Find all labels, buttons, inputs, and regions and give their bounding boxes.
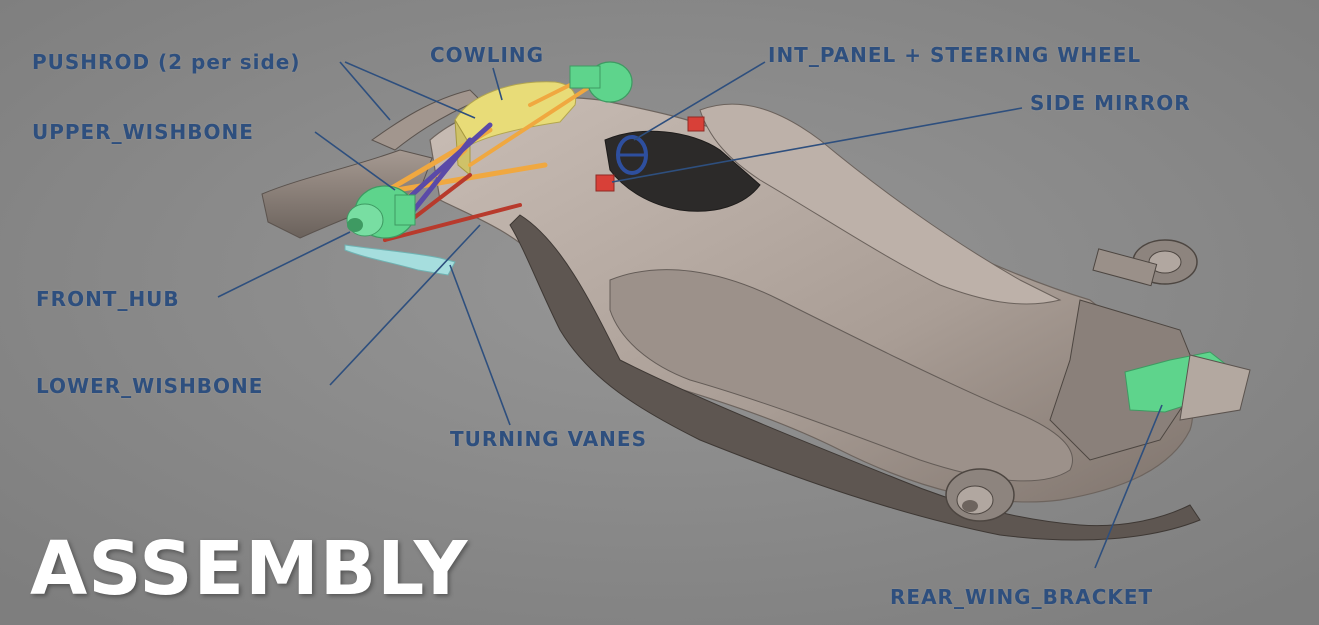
- label-front-hub: FRONT_HUB: [36, 287, 180, 311]
- floor: [509, 214, 1201, 541]
- leader-front-hub: [217, 231, 351, 298]
- side-mirror-left: [595, 174, 615, 192]
- label-side-mirror: SIDE MIRROR: [1030, 91, 1191, 115]
- leader-cowling: [492, 67, 503, 101]
- front-hub-upper: [569, 61, 633, 103]
- rear-hub-left: [945, 468, 1015, 522]
- engine-cover: [699, 103, 1062, 305]
- rear-structure: [1049, 299, 1201, 461]
- leader-lines: [217, 61, 1163, 569]
- side-mirror-right: [687, 116, 705, 132]
- rear-wing-endplate: [1179, 354, 1251, 421]
- leader-pushrod-2: [344, 61, 476, 119]
- sidepod: [609, 269, 1073, 482]
- leader-side-mirror: [611, 107, 1023, 183]
- rear-hub-right: [1092, 239, 1198, 287]
- front-hub-part: [346, 185, 416, 239]
- front-wing-endplate: [370, 89, 481, 151]
- label-pushrod: PUSHROD (2 per side): [32, 50, 301, 74]
- label-rear-wing-bracket: REAR_WING_BRACKET: [890, 585, 1154, 609]
- leader-int-panel: [633, 61, 766, 141]
- leader-pushrod: [339, 61, 391, 121]
- leader-rear-wing-bracket: [1094, 404, 1163, 569]
- steering-wheel-part: [616, 135, 648, 175]
- front-wing: [261, 149, 433, 239]
- label-lower-wishbone: LOWER_WISHBONE: [36, 374, 264, 398]
- label-int-panel: INT_PANEL + STEERING WHEEL: [768, 43, 1142, 67]
- label-cowling: COWLING: [430, 43, 545, 67]
- page-title: ASSEMBLY: [30, 526, 469, 612]
- leader-lower-wishbone: [329, 224, 481, 386]
- label-upper-wishbone: UPPER_WISHBONE: [32, 120, 254, 144]
- label-turning-vanes: TURNING VANES: [450, 427, 647, 451]
- leader-turning-vanes: [449, 264, 511, 426]
- leader-upper-wishbone: [314, 131, 396, 191]
